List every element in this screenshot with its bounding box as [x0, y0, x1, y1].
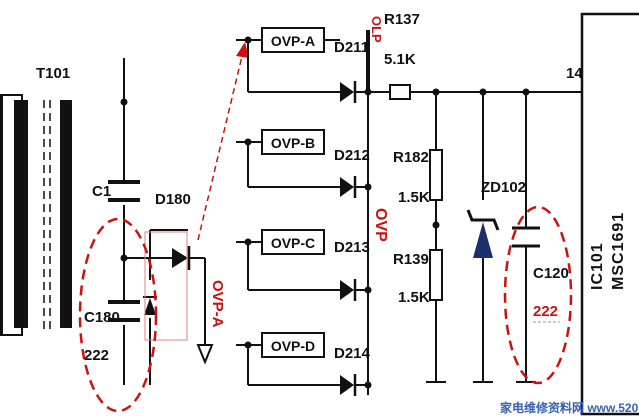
resistor-r182 [429, 149, 443, 201]
diode-d214 [340, 374, 357, 396]
diode-d180 [172, 246, 191, 270]
label-d212: D212 [334, 147, 370, 164]
bus-junction-dot [364, 286, 372, 294]
diode-d212 [340, 176, 357, 198]
capacitor-c1 [108, 180, 140, 202]
label-c180: C180 [84, 309, 120, 326]
ovp-branch-wires [236, 39, 390, 395]
ovp-box-b-label: OVP-B [271, 135, 315, 151]
transformer-t101 [0, 94, 72, 336]
capacitor-c180 [108, 300, 140, 322]
resistor-r139 [429, 249, 443, 301]
highlight-ellipse-right [503, 205, 573, 385]
label-d180: D180 [155, 191, 191, 208]
label-olp-vertical: OLP [369, 16, 384, 43]
capacitor-c120 [512, 226, 540, 248]
diode-d213 [340, 279, 357, 301]
label-r139-value: 1.5K [398, 289, 430, 306]
watermark-text: 家电维修资料网 www.520101.com [500, 400, 639, 415]
pointer-arrow-line [197, 51, 244, 241]
label-d214: D214 [334, 345, 371, 362]
highlight-box-d180 [144, 231, 188, 341]
junction-dot [120, 254, 128, 262]
label-ovp-a-vertical: OVP-A [209, 280, 226, 328]
zener-zd102 [466, 209, 500, 258]
ovp-box-c-label: OVP-C [271, 235, 315, 251]
junction-dot [522, 88, 530, 96]
label-ic101: IC101 [589, 242, 606, 290]
ovp-d-input-dot [244, 341, 252, 349]
label-r182-value: 1.5K [398, 189, 430, 206]
bus-junction-dot [364, 183, 372, 191]
label-c120: C120 [533, 265, 569, 282]
label-r182: R182 [393, 149, 429, 166]
junction-dot [120, 98, 128, 106]
pointer-arrow-head [236, 42, 249, 58]
ovp-a-input-dot [244, 36, 252, 44]
bus-junction-dot [364, 88, 372, 96]
ovp-box-a: OVP-A [261, 27, 325, 53]
left-branch-wires [123, 58, 206, 385]
ovp-a-arrow [196, 344, 214, 365]
ovp-box-b: OVP-B [261, 129, 325, 155]
ic101-chip [580, 12, 639, 416]
label-c120-value: 222 [533, 303, 558, 320]
junction-dot [479, 88, 487, 96]
junction-dot [432, 88, 440, 96]
resistor-r137 [389, 84, 411, 100]
label-r137-value: 5.1K [384, 51, 416, 68]
ovp-c-input-dot [244, 238, 252, 246]
ovp-box-a-label: OVP-A [271, 33, 315, 49]
label-d211: D211 [334, 39, 369, 56]
junction-dot [432, 221, 440, 229]
bus-junction-dot [364, 381, 372, 389]
ovp-b-input-dot [244, 138, 252, 146]
label-r139: R139 [393, 251, 429, 268]
label-t101: T101 [36, 65, 70, 82]
label-zd102: ZD102 [481, 179, 526, 196]
label-msc1691: MSC1691 [610, 212, 627, 290]
ovp-box-d: OVP-D [261, 332, 325, 358]
ovp-box-c: OVP-C [261, 229, 325, 255]
label-ovp-vertical: OVP [372, 208, 389, 242]
label-d213: D213 [334, 239, 370, 256]
ovp-box-d-label: OVP-D [271, 338, 315, 354]
label-c1: C1 [92, 183, 111, 200]
diode-d211 [340, 81, 357, 103]
label-r137: R137 [384, 11, 420, 28]
right-network-wires [410, 91, 582, 383]
label-pin-14: 14 [566, 65, 583, 82]
label-c180-value: 222 [84, 347, 109, 364]
highlight-ellipse-left [78, 217, 158, 413]
